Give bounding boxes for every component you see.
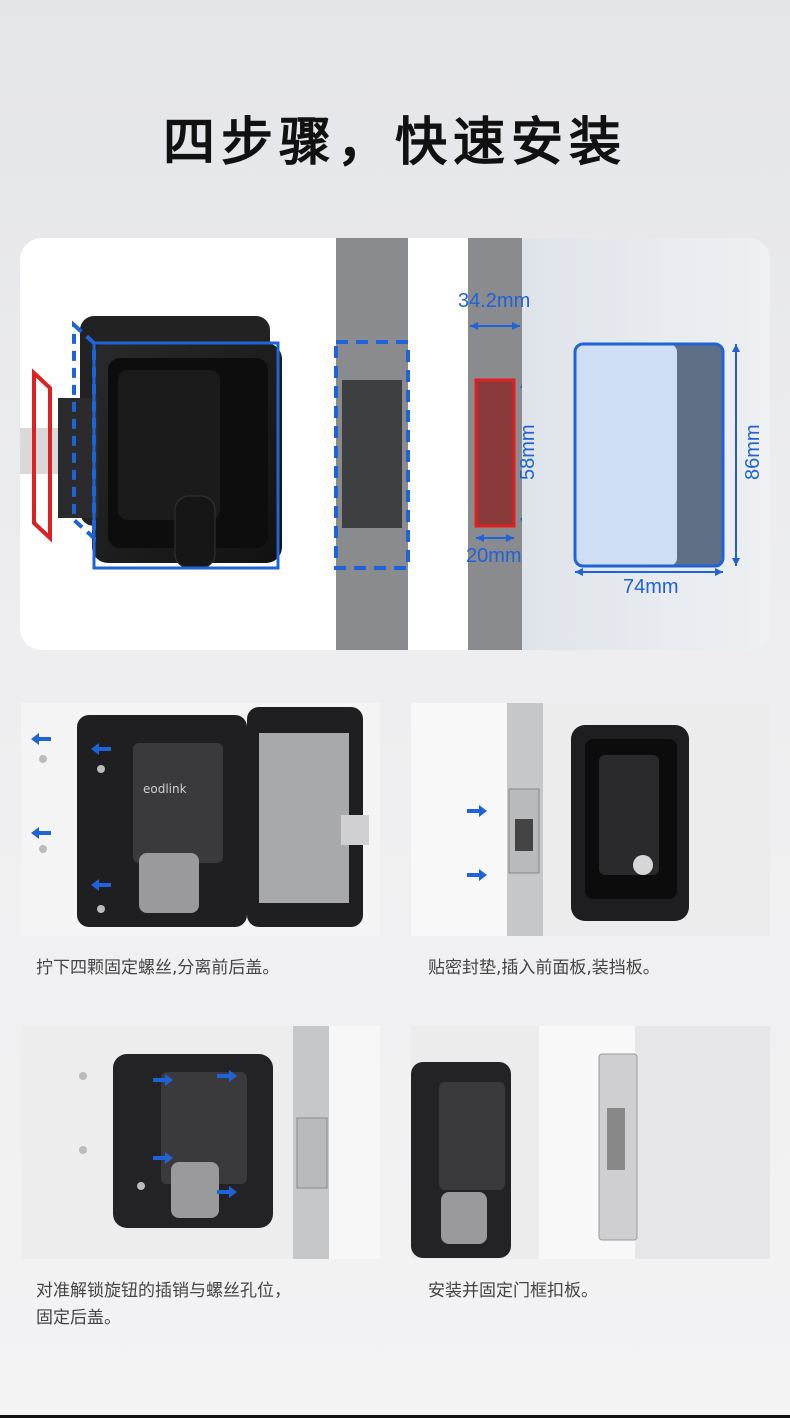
hole-width-label: 20mm [466, 545, 522, 567]
hole-height-label: 58mm [517, 424, 539, 480]
step-1-image: eodlink [21, 703, 380, 936]
step-2-caption: 贴密封垫,插入前面板,装挡板。 [428, 958, 660, 978]
plate-height-label: 86mm [742, 424, 764, 480]
step-3-image [21, 1026, 380, 1259]
step-3-caption: 对准解锁旋钮的插销与螺丝孔位， 固定后盖。 [36, 1281, 291, 1328]
cutout-outline [334, 340, 410, 570]
lock-front-outline [92, 341, 280, 570]
page-title: 四步骤，快速安装 [162, 113, 627, 173]
step-4-image [411, 1026, 770, 1259]
plate-width-label: 74mm [623, 576, 679, 598]
dimension-diagram [20, 238, 770, 650]
lock-product-image [20, 316, 282, 569]
dimension-diagram-card: 34.2mm 58mm 20mm 86mm 74mm [20, 238, 770, 650]
step-4-caption: 安装并固定门框扣板。 [428, 1281, 598, 1301]
step-2-image [411, 703, 770, 936]
hole-highlight [474, 378, 516, 528]
brand-logo: eodlink [143, 782, 187, 796]
thickness-label: 34.2mm [458, 290, 531, 312]
bolt-highlight [32, 368, 52, 543]
bottom-divider [0, 1415, 790, 1418]
step-1-caption: 拧下四颗固定螺丝,分离前后盖。 [36, 958, 280, 978]
